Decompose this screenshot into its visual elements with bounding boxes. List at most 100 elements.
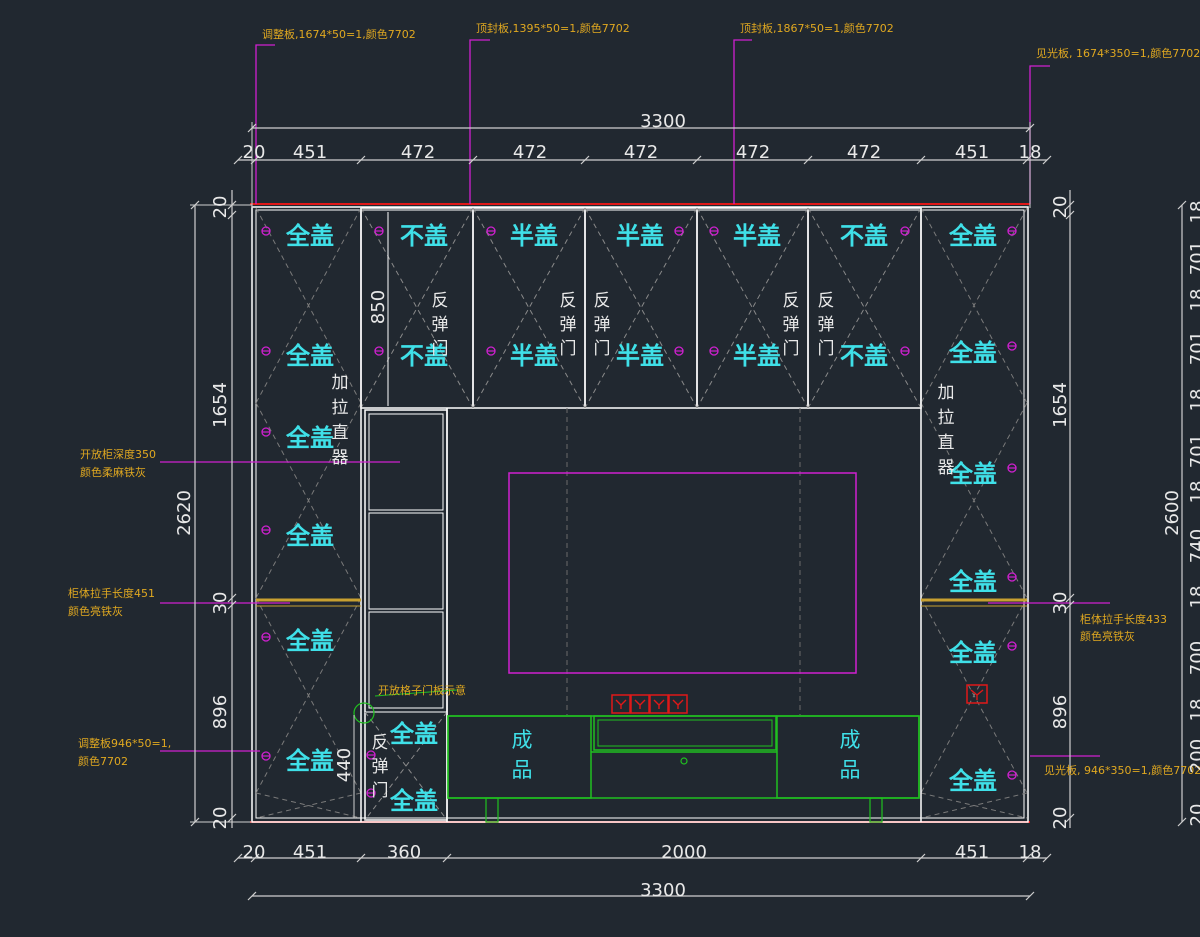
annotation-top-seal-2: 顶封板,1867*50=1,颜色7702: [740, 21, 894, 35]
panel-label-full: 全盖: [948, 568, 997, 596]
panel-label-half: 半盖: [510, 222, 558, 250]
straightener-label: 直: [332, 423, 349, 443]
panel-label-none: 不盖: [840, 342, 888, 370]
dim-top-segment: 472: [401, 142, 435, 163]
dim-tick: [233, 853, 243, 863]
door-swing-line: [920, 597, 1028, 794]
annotation-green: 开放格子门板示意: [378, 683, 466, 697]
cabinet-outline: [251, 206, 1029, 823]
decor-box: [649, 694, 669, 714]
annotation-visible-top: 见光板, 1674*350=1,颜色7702: [1036, 46, 1200, 60]
leader-line: [1029, 65, 1050, 204]
dim-right-partial: 18: [1187, 699, 1200, 722]
decor-icon: [615, 699, 627, 709]
dim-right-partial: 700: [1187, 641, 1200, 675]
dim-right-inner: 20: [1050, 807, 1071, 830]
dim-bottom-segment: 451: [955, 842, 989, 863]
dim-right-outer: 2600: [1162, 490, 1183, 536]
green-leader: [374, 689, 458, 697]
dim-tick: [250, 155, 260, 165]
door-swing-line: [696, 207, 809, 409]
panel-label-full: 全盖: [948, 767, 997, 795]
dim-tick: [233, 155, 243, 165]
door-swing-line: [360, 207, 474, 409]
dim-tick: [1022, 853, 1032, 863]
door-swing-line: [364, 711, 448, 821]
dim-right-inner: 1654: [1050, 382, 1071, 428]
dim-bottom-segment: 18: [1019, 842, 1042, 863]
rebound-door-label: 弹: [560, 315, 577, 335]
dim-top-segment: 20: [243, 142, 266, 163]
console-left-door: [447, 715, 592, 799]
dim-tick: [442, 853, 452, 863]
straightener-label: 器: [332, 448, 349, 468]
door-swing-line: [584, 207, 698, 409]
straightener-label: 拉: [332, 398, 349, 418]
dim-right-partial: 18: [1187, 201, 1200, 224]
tv-screen: [508, 472, 857, 674]
straightener-label: 加: [938, 383, 955, 403]
dim-tick: [1042, 853, 1052, 863]
static-geometry: [160, 39, 1187, 901]
dim-bottom-segment: 20: [243, 842, 266, 863]
annotation-adjust-bottom: 调整板946*50=1,: [78, 736, 171, 750]
dim-tick: [1025, 123, 1035, 133]
annotation-handle-left: 柜体拉手长度451: [68, 586, 155, 600]
panel-label-half: 半盖: [616, 222, 664, 250]
rebound-door-label: 反: [372, 733, 389, 753]
dim-left-inner: 20: [210, 807, 231, 830]
rebound-door-label: 门: [594, 339, 611, 359]
dim-tick: [227, 813, 237, 823]
straightener-label: 器: [938, 458, 955, 478]
open-shelf: [368, 512, 444, 610]
panel-label-half: 半盖: [616, 342, 664, 370]
dim-tick: [227, 210, 237, 220]
dim-right-partial: 740: [1187, 529, 1200, 563]
dim-right-partial: 20: [1187, 804, 1200, 827]
door-swing-line: [255, 402, 362, 599]
rebound-door-label: 反: [594, 291, 611, 311]
rebound-door-label: 反: [818, 291, 835, 311]
panel-label-none: 不盖: [840, 222, 888, 250]
cabinet-inner-outline: [255, 209, 1025, 819]
dim-right-partial: 701: [1187, 331, 1200, 365]
dim-tick: [356, 853, 366, 863]
dim-right-partial: 18: [1187, 389, 1200, 412]
dim-bottom-segment: 451: [293, 842, 327, 863]
rebound-door-label: 门: [783, 339, 800, 359]
rebound-door-label: 门: [432, 339, 449, 359]
dim-top-segment: 472: [847, 142, 881, 163]
dim-tick: [250, 853, 260, 863]
dim-lower-door: 440: [334, 748, 355, 782]
dim-tick: [247, 123, 257, 133]
leader-line: [255, 44, 275, 204]
rebound-door-label: 反: [783, 291, 800, 311]
dim-right-partial: 701: [1187, 434, 1200, 468]
panel-label-full: 全盖: [285, 747, 334, 775]
panel-label-none: 不盖: [400, 222, 448, 250]
door-swing-line: [920, 402, 1028, 599]
straightener-label: 拉: [938, 408, 955, 428]
panel-label-none: 不盖: [400, 342, 448, 370]
dim-tick: [468, 155, 478, 165]
decor-icon: [653, 699, 665, 709]
dim-tick: [1177, 200, 1187, 210]
decor-box: [611, 694, 631, 714]
panel-label-full: 全盖: [389, 720, 438, 748]
console-drawer-inner: [597, 719, 773, 747]
dim-left-inner: 1654: [210, 382, 231, 428]
panel-label-full: 全盖: [389, 787, 438, 815]
dim-right-partial: 701: [1187, 241, 1200, 275]
dim-top-segment: 18: [1019, 142, 1042, 163]
dim-tick: [356, 155, 366, 165]
annotation-handle-right: 柜体拉手长度433: [1080, 612, 1167, 626]
dim-tick: [1065, 200, 1075, 210]
product-label: 品: [512, 758, 533, 782]
dim-upper-door: 850: [368, 290, 389, 324]
decor-box-right: [966, 684, 988, 704]
rebound-door-label: 弹: [372, 757, 389, 777]
console-leg: [485, 797, 499, 823]
annotation-open-cabinet: 开放柜深度350: [80, 447, 156, 461]
dim-right-partial: 18: [1187, 481, 1200, 504]
